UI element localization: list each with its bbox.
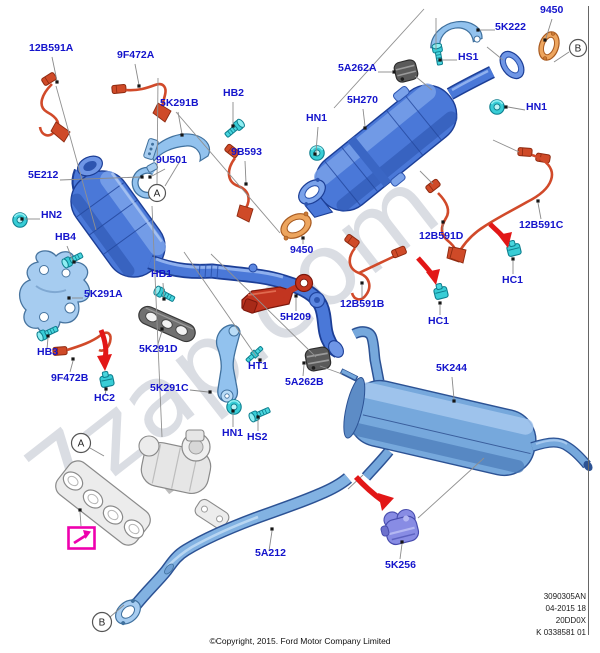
part-label-5a262b[interactable]: 5A262B [285, 376, 324, 388]
part-label-12b591d[interactable]: 12B591D [419, 230, 464, 242]
nut-hn1-right [488, 99, 506, 115]
part-label-hs2[interactable]: HS2 [247, 431, 268, 443]
engine-reference-view [55, 429, 230, 546]
bolt-hs1 [431, 42, 446, 67]
marker-b-bottom: B [91, 611, 113, 633]
part-label-5h209[interactable]: 5H209 [280, 311, 311, 323]
bolt-hs2 [247, 404, 272, 424]
part-label-hb4[interactable]: HB4 [55, 231, 77, 243]
leader-lines [25, 18, 570, 618]
part-label-12b591b[interactable]: 12B591B [340, 298, 385, 310]
bracket-5k291a [19, 250, 91, 335]
part-label-5k222[interactable]: 5K222 [495, 21, 526, 33]
bolt-hb2 [222, 117, 247, 140]
gasket-9450-top [538, 31, 560, 61]
reference-lines [55, 8, 520, 519]
plate-doc-number: 3090305AN [543, 592, 586, 601]
arrow-to-5k256 [353, 475, 394, 511]
part-label-5k291a[interactable]: 5K291A [84, 288, 123, 300]
reference-circles: A B A B [70, 38, 588, 633]
part-label-hn1-mid[interactable]: HN1 [306, 112, 328, 124]
part-label-12b591c[interactable]: 12B591C [519, 219, 564, 231]
part-label-hc1-left[interactable]: HC1 [428, 315, 450, 327]
svg-text:A: A [154, 189, 161, 200]
svg-text:B: B [575, 44, 582, 55]
gasket-9450-center [280, 211, 312, 241]
copyright-notice: ©Copyright, 2015. Ford Motor Company Lim… [209, 636, 391, 646]
part-label-hb2[interactable]: HB2 [223, 87, 245, 99]
part-label-hc1-right[interactable]: HC1 [502, 274, 524, 286]
part-label-9450-top[interactable]: 9450 [540, 4, 564, 16]
svg-text:A: A [78, 439, 85, 450]
part-label-5k291d[interactable]: 5K291D [139, 343, 178, 355]
part-label-hs1[interactable]: HS1 [458, 51, 479, 63]
part-label-5a262a[interactable]: 5A262A [338, 62, 377, 74]
part-label-5k291b[interactable]: 5K291B [160, 97, 199, 109]
muffler-assembly-5k244 [339, 326, 593, 481]
arrow-to-hc2 [97, 329, 112, 371]
part-label-hc2[interactable]: HC2 [94, 392, 116, 404]
part-label-hn1-right[interactable]: HN1 [526, 101, 548, 113]
svg-text:B: B [99, 618, 106, 629]
part-label-5k291c[interactable]: 5K291C [150, 382, 189, 394]
marker-a-bottom: A [70, 432, 92, 454]
bracket-5k291c [215, 324, 241, 403]
sensor-9b593 [223, 143, 254, 223]
part-label-5k256[interactable]: 5K256 [385, 559, 416, 571]
sensor-12b591b [343, 233, 408, 301]
part-label-ht1[interactable]: HT1 [248, 360, 268, 372]
part-label-5e212[interactable]: 5E212 [28, 169, 59, 181]
dpf-center-assembly-5h270 [298, 50, 525, 218]
bracket-5h209 [241, 273, 314, 314]
part-label-9f472a[interactable]: 9F472A [117, 49, 155, 61]
arrow-to-hc1-right [488, 222, 512, 248]
part-label-9450-center[interactable]: 9450 [290, 244, 314, 256]
part-label-hb3[interactable]: HB3 [37, 346, 59, 358]
nut-hn2 [12, 212, 29, 228]
nut-hn1-mid [308, 145, 326, 161]
part-label-hn1-lower[interactable]: HN1 [222, 427, 244, 439]
plate-catalog-code: 20DD0X [555, 616, 586, 625]
part-label-5h270[interactable]: 5H270 [347, 94, 378, 106]
part-label-hb1[interactable]: HB1 [151, 268, 173, 280]
part-label-9b593[interactable]: 9B593 [231, 146, 262, 158]
sensor-12b591c [449, 147, 554, 264]
marker-b-top: B [568, 38, 588, 58]
sensor-12b591a [38, 71, 71, 143]
arrow-to-hc1-left [416, 256, 440, 285]
marker-a-top: A [147, 183, 167, 203]
part-label-5k244[interactable]: 5K244 [436, 362, 467, 374]
clip-hc2 [98, 369, 116, 389]
part-label-12b591a[interactable]: 12B591A [29, 42, 74, 54]
callout-dots [20, 28, 547, 544]
catalytic-converter-assembly-5e212 [70, 155, 344, 358]
bracket-5k291b [143, 133, 211, 163]
part-label-9u501[interactable]: 9U501 [156, 154, 187, 166]
insulator-5a262a [393, 59, 419, 83]
plate-date-code: 04-2015 18 [545, 604, 586, 613]
part-label-hn2[interactable]: HN2 [41, 209, 63, 221]
highlight-box [67, 526, 96, 550]
clip-hc1-left [431, 281, 450, 301]
tailpipe-5a212 [115, 473, 353, 626]
part-label-9f472b[interactable]: 9F472B [51, 372, 89, 384]
plate-drawing-code: K 0338581 01 [536, 628, 586, 637]
bracket-5k291d [138, 305, 196, 343]
red-arrows [97, 222, 512, 511]
oxygen-sensors [38, 71, 554, 356]
part-label-5a212[interactable]: 5A212 [255, 547, 286, 559]
highlight-arrow-icon [83, 530, 91, 539]
insulator-5k256 [380, 508, 420, 546]
